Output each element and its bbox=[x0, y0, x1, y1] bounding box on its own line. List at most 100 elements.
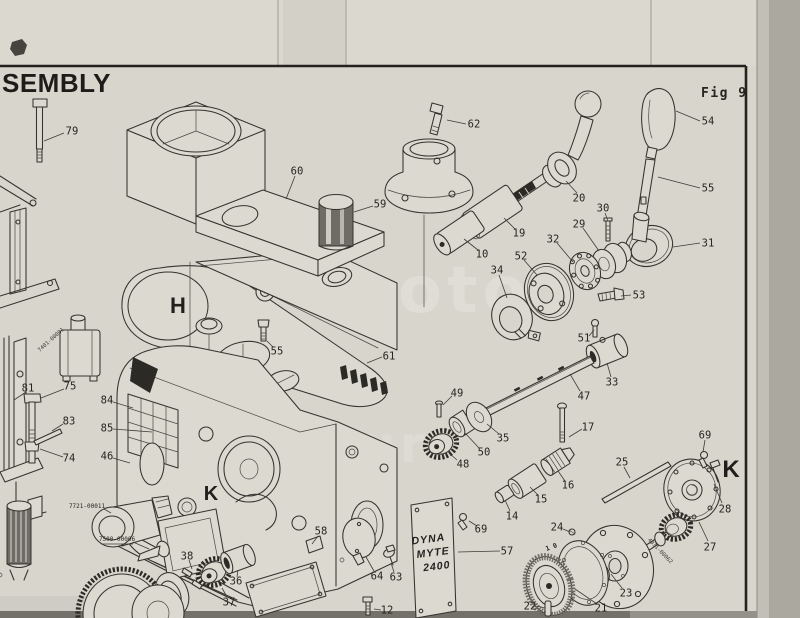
section-letter-h: H bbox=[170, 293, 186, 318]
callout-leader-60 bbox=[285, 175, 296, 200]
callout-leader-55 bbox=[657, 176, 701, 189]
callout-24: 24 bbox=[551, 522, 564, 534]
handle-assembly bbox=[433, 90, 602, 256]
callout-leader-75 bbox=[40, 388, 65, 399]
callout-52: 52 bbox=[515, 251, 528, 263]
callout-64: 64 bbox=[371, 571, 384, 583]
callout-leader-35 bbox=[486, 423, 500, 435]
callout-27: 27 bbox=[704, 542, 717, 554]
scan-smudge bbox=[10, 39, 27, 56]
callout-10: 10 bbox=[476, 249, 489, 261]
solenoid bbox=[59, 314, 101, 382]
sleeve-50 bbox=[448, 409, 476, 438]
plate-line-2: MYTE bbox=[416, 545, 450, 561]
clamp-ring-34 bbox=[491, 293, 541, 342]
callout-69: 69 bbox=[699, 430, 712, 442]
callout-leader-23 bbox=[610, 573, 623, 589]
callout-17: 17 bbox=[582, 422, 595, 434]
callout-75: 75 bbox=[64, 381, 77, 393]
callout-leader-31 bbox=[672, 242, 701, 248]
callout-leader-15 bbox=[529, 486, 539, 496]
section-letter-k-left: K bbox=[204, 483, 219, 505]
callout-30: 30 bbox=[597, 203, 610, 215]
belt-cover bbox=[195, 249, 398, 351]
callout-84: 84 bbox=[101, 395, 114, 407]
name-plate: DYNA MYTE 2400 bbox=[410, 497, 468, 618]
callout-48: 48 bbox=[457, 459, 470, 471]
callout-31: 31 bbox=[702, 238, 715, 250]
callout-15: 15 bbox=[535, 494, 548, 506]
sleeve-14 bbox=[494, 484, 515, 504]
callout-25: 25 bbox=[616, 457, 629, 469]
callout-53: 53 bbox=[633, 290, 646, 302]
part-number-switch: 7500-00006 bbox=[99, 536, 136, 543]
callout-46: 46 bbox=[101, 451, 114, 463]
callout-36: 36 bbox=[230, 576, 243, 588]
callout-59: 59 bbox=[374, 199, 387, 211]
callout-leader-51 bbox=[588, 329, 595, 337]
callout-leader-47 bbox=[569, 373, 581, 392]
figure-label: Fig 9 bbox=[701, 86, 748, 101]
washer-35 bbox=[465, 401, 493, 433]
part-number-connector: 7721-00011 bbox=[69, 503, 106, 510]
pulley-52 bbox=[523, 262, 575, 322]
callout-leader-22 bbox=[536, 605, 546, 609]
callout-55: 55 bbox=[702, 183, 715, 195]
callout-leader-59 bbox=[353, 205, 374, 213]
callout-leader-25 bbox=[623, 466, 631, 479]
feed-shaft-parts bbox=[422, 400, 575, 504]
callout-47: 47 bbox=[578, 391, 591, 403]
callout-55: 55 bbox=[271, 346, 284, 358]
callout-21: 21 bbox=[595, 603, 608, 615]
callout-leader-48 bbox=[448, 452, 458, 461]
index-plate-27 bbox=[663, 458, 721, 522]
callout-35: 35 bbox=[497, 433, 510, 445]
callout-50: 50 bbox=[478, 447, 491, 459]
callout-12: 12 bbox=[381, 605, 394, 617]
callout-leader-83 bbox=[51, 423, 64, 432]
callout-22: 22 bbox=[524, 601, 537, 613]
large-gear bbox=[75, 566, 185, 618]
callout-leader-69 bbox=[468, 520, 478, 527]
callout-28: 28 bbox=[719, 504, 732, 516]
callout-leader-53 bbox=[620, 294, 632, 297]
callout-29: 29 bbox=[573, 219, 586, 231]
callout-61: 61 bbox=[383, 351, 396, 363]
plate-line-3: 2400 bbox=[422, 559, 452, 574]
callout-leader-24 bbox=[562, 528, 571, 533]
callout-leader-30 bbox=[604, 212, 609, 222]
callout-leader-52 bbox=[523, 259, 538, 276]
callout-leader-32 bbox=[556, 242, 574, 263]
callout-81: 81 bbox=[22, 383, 35, 395]
flange-and-bolt bbox=[384, 102, 474, 308]
dial-knob-21 bbox=[522, 540, 609, 618]
callout-leader-58 bbox=[311, 535, 319, 545]
callout-83: 83 bbox=[63, 416, 76, 428]
callout-63: 63 bbox=[390, 572, 403, 584]
coupling-15 bbox=[507, 463, 547, 499]
callout-leader-12 bbox=[373, 608, 382, 611]
callout-leader-16 bbox=[557, 470, 566, 482]
gear-cluster bbox=[658, 512, 694, 542]
section-letter-k-right: K bbox=[722, 456, 740, 483]
callout-leader-14 bbox=[504, 499, 511, 512]
bushing-36 bbox=[220, 543, 256, 575]
callout-69: 69 bbox=[475, 524, 488, 536]
callout-23: 23 bbox=[620, 588, 633, 600]
callout-49: 49 bbox=[451, 388, 464, 400]
callout-79: 79 bbox=[66, 126, 79, 138]
callout-leader-85 bbox=[112, 428, 153, 433]
callout-leader-38 bbox=[188, 559, 193, 570]
callout-leader-37 bbox=[221, 587, 228, 598]
collar-33 bbox=[585, 333, 629, 369]
callout-leader-19 bbox=[503, 217, 516, 230]
callout-38: 38 bbox=[181, 551, 194, 563]
callout-leader-10 bbox=[463, 238, 479, 251]
callout-leader-79 bbox=[43, 132, 65, 142]
callout-leader-33 bbox=[606, 362, 612, 378]
callout-62: 62 bbox=[468, 119, 481, 131]
callout-20: 20 bbox=[573, 193, 586, 205]
part-number-switch-leader bbox=[132, 541, 150, 550]
